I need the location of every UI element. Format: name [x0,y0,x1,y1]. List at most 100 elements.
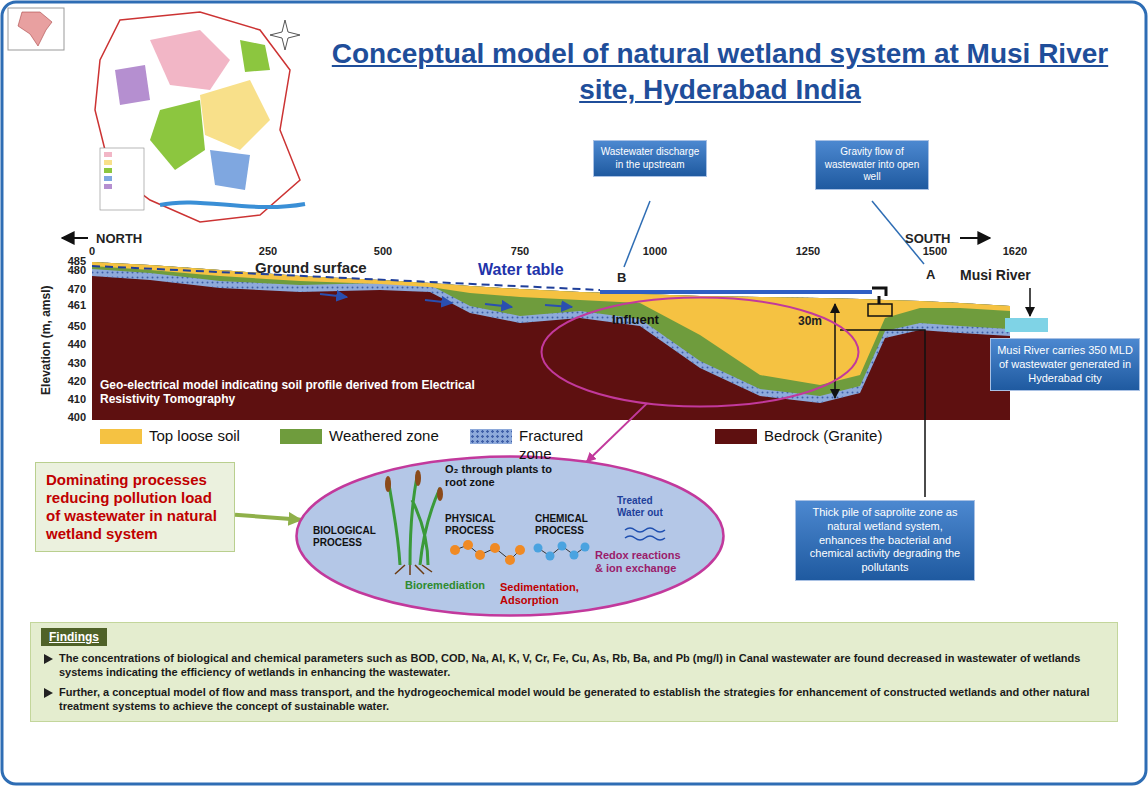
connector-arrow [587,403,647,461]
legend-entry: Bedrock (Granite) [715,427,882,445]
wetland-zone-ellipse: Influent [540,296,860,408]
connector-arrow [235,515,301,520]
depth-arrow [834,304,836,398]
callout-box: Gravity flow of wastewater into open wel… [815,140,929,190]
map-legend-swatch [104,176,112,181]
figure-label: 30m [798,314,822,328]
river-pointer [1029,288,1031,316]
node-text: Gravity flow of wastewater into open wel… [822,146,922,184]
axis-tick-label: 1250 [788,245,828,258]
callout-box: Thick pile of saprolite zone as natural … [795,500,975,581]
legend-swatch [280,429,322,444]
bedrock [92,262,1010,420]
map-zone [150,30,230,90]
node-text: Redox reactions & ion exchange [595,549,683,575]
axis-tick-label: 410 [56,393,86,406]
reed-plants [388,472,440,565]
axis-tick-label: 461 [56,299,86,312]
process-callout: Dominating processes reducing pollution … [35,462,235,552]
figure-label: A [926,267,935,283]
poster-title: Conceptual model of natural wetland syst… [320,36,1120,109]
node-text: Wastewater discharge in the upstream [600,146,700,171]
ellipse-outline [540,296,860,408]
legend-swatch [715,429,757,444]
pipe-outlet [872,288,886,304]
map-legend-swatch [104,160,112,165]
weathered-zone [92,262,1010,396]
node-text: CHEMICAL PROCESS [535,513,615,537]
map-legend-swatch [104,168,112,173]
figure-label: Musi River [960,267,1031,284]
finding-text: The concentrations of biological and che… [41,651,1107,680]
flow-arrow [425,300,452,303]
map-zone [200,80,270,150]
south-arrow [960,237,990,239]
map-river [160,202,305,207]
cattail [415,470,421,486]
figure-label: B [617,270,626,286]
cattail [437,487,443,501]
node-text: Treated Water out [617,495,679,519]
legend-swatch [100,429,142,444]
finding-text: Further, a conceptual model of flow and … [41,685,1107,714]
india-outline [18,12,52,46]
india-inset [8,8,64,50]
map-zone [240,40,270,72]
legend-entry: Weathered zone [280,427,439,445]
axis-tick-label: 420 [56,375,86,388]
leader-line [840,330,925,497]
top-soil [92,262,1010,385]
figure-label: Water table [478,260,564,279]
panel-heading: Findings [41,628,107,646]
callout-box: Wastewater discharge in the upstream [593,140,707,177]
axis-tick-label: 250 [248,245,288,258]
legend-text: Fractured zone [519,427,589,463]
ellipse-outline [542,298,859,407]
map-zone [115,65,150,105]
legend-swatch [470,429,512,444]
cross-section [92,262,1048,420]
axis-tick-label: 500 [363,245,403,258]
cattail [385,476,391,492]
figure-note: Geo-electrical model indicating soil pro… [100,378,480,407]
direction-label: NORTH [96,231,142,247]
node-text: Musi River carries 350 MLD of wastewater… [997,344,1133,385]
flow-arrow [545,305,572,307]
axis-tick-label: 470 [56,283,86,296]
legend-text: Weathered zone [329,427,439,445]
axis-tick-label: 400 [56,411,86,424]
axis-tick-label: 1620 [995,245,1035,258]
node-text: Dominating processes reducing pollution … [46,471,224,543]
ion-molecules [534,542,590,561]
roots [395,565,432,575]
direction-label: SOUTH [905,231,951,247]
legend-text: Top loose soil [149,427,240,445]
map-zone [150,100,205,170]
open-well [868,304,892,316]
node-text: Influent [612,312,682,328]
wastewater-canal [600,290,872,294]
figure-label: Ground surface [255,259,367,277]
axis-title: Elevation (m, amsl) [39,280,53,400]
sediment-particles [450,540,525,565]
map-zone [210,150,250,190]
flow-arrow [485,304,512,307]
ellipse-outline [297,457,724,616]
leader-line [624,201,650,267]
compass [270,20,300,50]
axis-tick-label: 450 [56,320,86,333]
process-ellipse-fill [297,457,723,615]
axis-tick-label: 750 [500,245,540,258]
node-text: PHYSICAL PROCESS [445,513,525,537]
findings-panel: FindingsThe concentrations of biological… [30,622,1118,722]
process-ellipse: O₂ through plants to root zoneBIOLOGICAL… [295,455,725,617]
axis-tick-label: 430 [56,357,86,370]
north-arrow [62,237,88,239]
axis-tick-label: 1000 [635,245,675,258]
district-outline [95,12,300,222]
location-map [8,8,305,222]
axis-tick-label: 1500 [915,245,955,258]
flow-arrow [320,294,347,297]
